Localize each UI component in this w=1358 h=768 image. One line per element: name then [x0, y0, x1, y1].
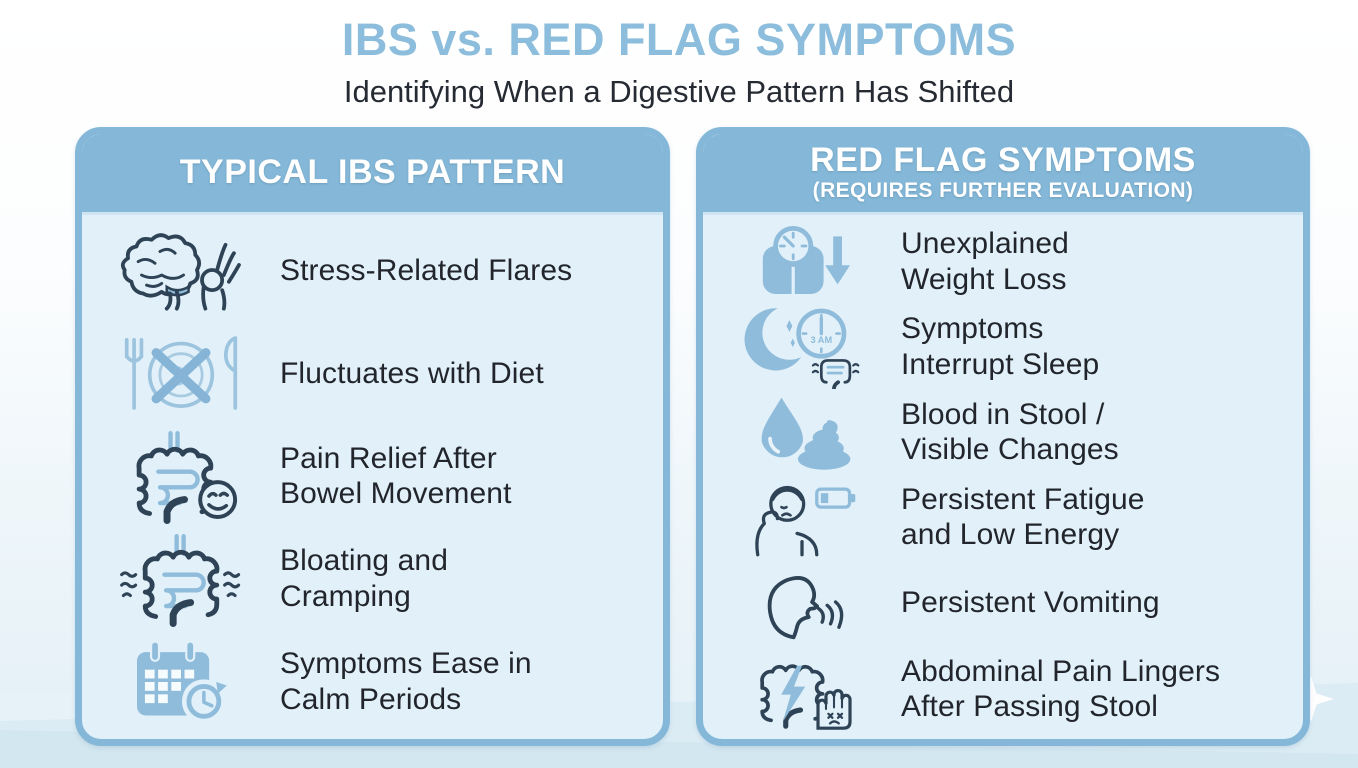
fatigue-low-battery-icon	[755, 486, 856, 557]
symptom-label: Fluctuates with Diet	[280, 356, 544, 390]
vomiting-icon	[767, 576, 844, 640]
panel-body: Unexplained Weight Loss 3 AM	[703, 215, 1303, 739]
symptom-label: Symptoms Interrupt Sleep	[901, 312, 1100, 381]
abdominal-pain-hand-icon	[760, 664, 852, 730]
symptom-row: Blood in Stool / Visible Changes	[703, 389, 1303, 474]
panel-subtitle: (REQUIRES FURTHER EVALUATION)	[812, 178, 1194, 202]
symptom-row: Bloating and Cramping	[82, 527, 663, 630]
symptom-label: Abdominal Pain Lingers After Passing Sto…	[901, 654, 1221, 724]
symptom-label: Blood in Stool / Visible Changes	[901, 397, 1119, 466]
panel-header: RED FLAG SYMPTOMS (REQUIRES FURTHER EVAL…	[703, 134, 1303, 215]
symptom-row: Persistent Vomiting	[703, 560, 1303, 645]
panel-title: RED FLAG SYMPTOMS	[810, 141, 1196, 180]
symptom-row: 3 AM Symptoms Interrupt Sleep	[703, 304, 1303, 389]
page-subtitle: Identifying When a Digestive Pattern Has…	[343, 74, 1015, 109]
clock-time-label: 3 AM	[810, 335, 832, 345]
symptom-label: Bloating and Cramping	[280, 544, 449, 613]
symptom-label: Unexplained Weight Loss	[901, 227, 1069, 296]
symptom-label: Symptoms Ease in Calm Periods	[280, 647, 532, 716]
symptom-row: Symptoms Ease in Calm Periods	[82, 630, 663, 733]
panel-body: Stress-Related Flares Fluctuates with Di…	[82, 215, 663, 739]
symptom-row: Persistent Fatigue and Low Energy	[703, 475, 1303, 560]
brain-ok-hand-icon	[120, 233, 241, 311]
symptom-label: Persistent Vomiting	[901, 585, 1160, 619]
calendar-clock-icon	[137, 639, 227, 723]
symptom-label: Stress-Related Flares	[280, 253, 573, 287]
panel-typical-ibs-pattern: TYPICAL IBS PATTERN Stress-Related Flare…	[75, 127, 670, 746]
panel-header: TYPICAL IBS PATTERN	[82, 134, 663, 215]
sleep-interrupt-icon: 3 AM	[744, 308, 860, 389]
symptom-row: Stress-Related Flares	[82, 219, 663, 322]
symptom-row: Pain Relief After Bowel Movement	[82, 425, 663, 528]
panel-red-flag-symptoms: RED FLAG SYMPTOMS (REQUIRES FURTHER EVAL…	[696, 127, 1310, 746]
symptom-row: Unexplained Weight Loss	[703, 219, 1303, 304]
diet-restriction-icon	[124, 336, 238, 410]
weight-scale-down-icon	[762, 225, 850, 294]
blood-in-stool-icon	[761, 397, 851, 470]
symptom-label: Pain Relief After Bowel Movement	[280, 441, 512, 510]
page-title: IBS vs. RED FLAG SYMPTOMS	[341, 14, 1017, 65]
intestine-cramp-icon	[120, 533, 241, 627]
symptom-label: Persistent Fatigue and Low Energy	[901, 482, 1145, 552]
symptom-row: Fluctuates with Diet	[82, 322, 663, 425]
intestine-relief-icon	[136, 431, 238, 524]
panel-title: TYPICAL IBS PATTERN	[179, 153, 566, 192]
symptom-row: Abdominal Pain Lingers After Passing Sto…	[703, 645, 1303, 733]
